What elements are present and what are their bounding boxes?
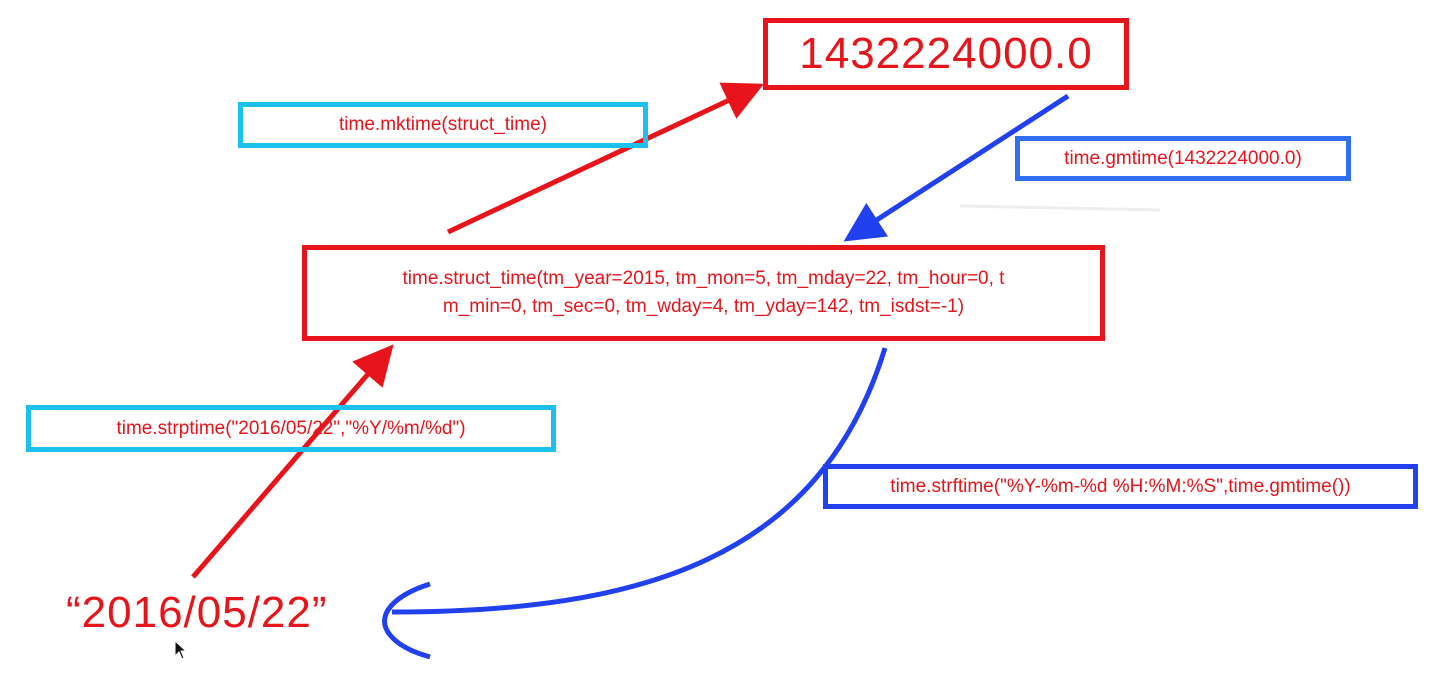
strptime-label-box: time.strptime("2016/05/22","%Y/%m/%d") — [26, 405, 556, 452]
mktime-label-box: time.mktime(struct_time) — [238, 102, 648, 148]
arrow-strftime-head — [382, 581, 431, 660]
gmtime-label-box: time.gmtime(1432224000.0) — [1015, 136, 1351, 181]
struct-time-line-2: m_min=0, tm_sec=0, tm_wday=4, tm_yday=14… — [442, 296, 965, 317]
timestamp-node: 1432224000.0 — [763, 18, 1129, 90]
gmtime-label: time.gmtime(1432224000.0) — [1064, 147, 1302, 169]
faint-line — [959, 204, 1161, 212]
date-string-node: “2016/05/22” — [66, 588, 328, 637]
arrow-strftime — [391, 347, 888, 615]
timestamp-text: 1432224000.0 — [799, 29, 1093, 78]
mktime-label: time.mktime(struct_time) — [339, 114, 547, 135]
struct-time-line-1: time.struct_time(tm_year=2015, tm_mon=5,… — [402, 268, 1005, 289]
strftime-label-box: time.strftime("%Y-%m-%d %H:%M:%S",time.g… — [823, 464, 1418, 509]
arrow-mktime — [446, 82, 765, 235]
arrow-gmtime — [843, 93, 1070, 242]
strptime-label: time.strptime("2016/05/22","%Y/%m/%d") — [116, 417, 466, 439]
strftime-label: time.strftime("%Y-%m-%d %H:%M:%S",time.g… — [890, 475, 1351, 497]
arrow-strptime — [191, 344, 394, 579]
struct-time-node: time.struct_time(tm_year=2015, tm_mon=5,… — [302, 245, 1105, 341]
mouse-pointer-icon — [174, 640, 188, 660]
